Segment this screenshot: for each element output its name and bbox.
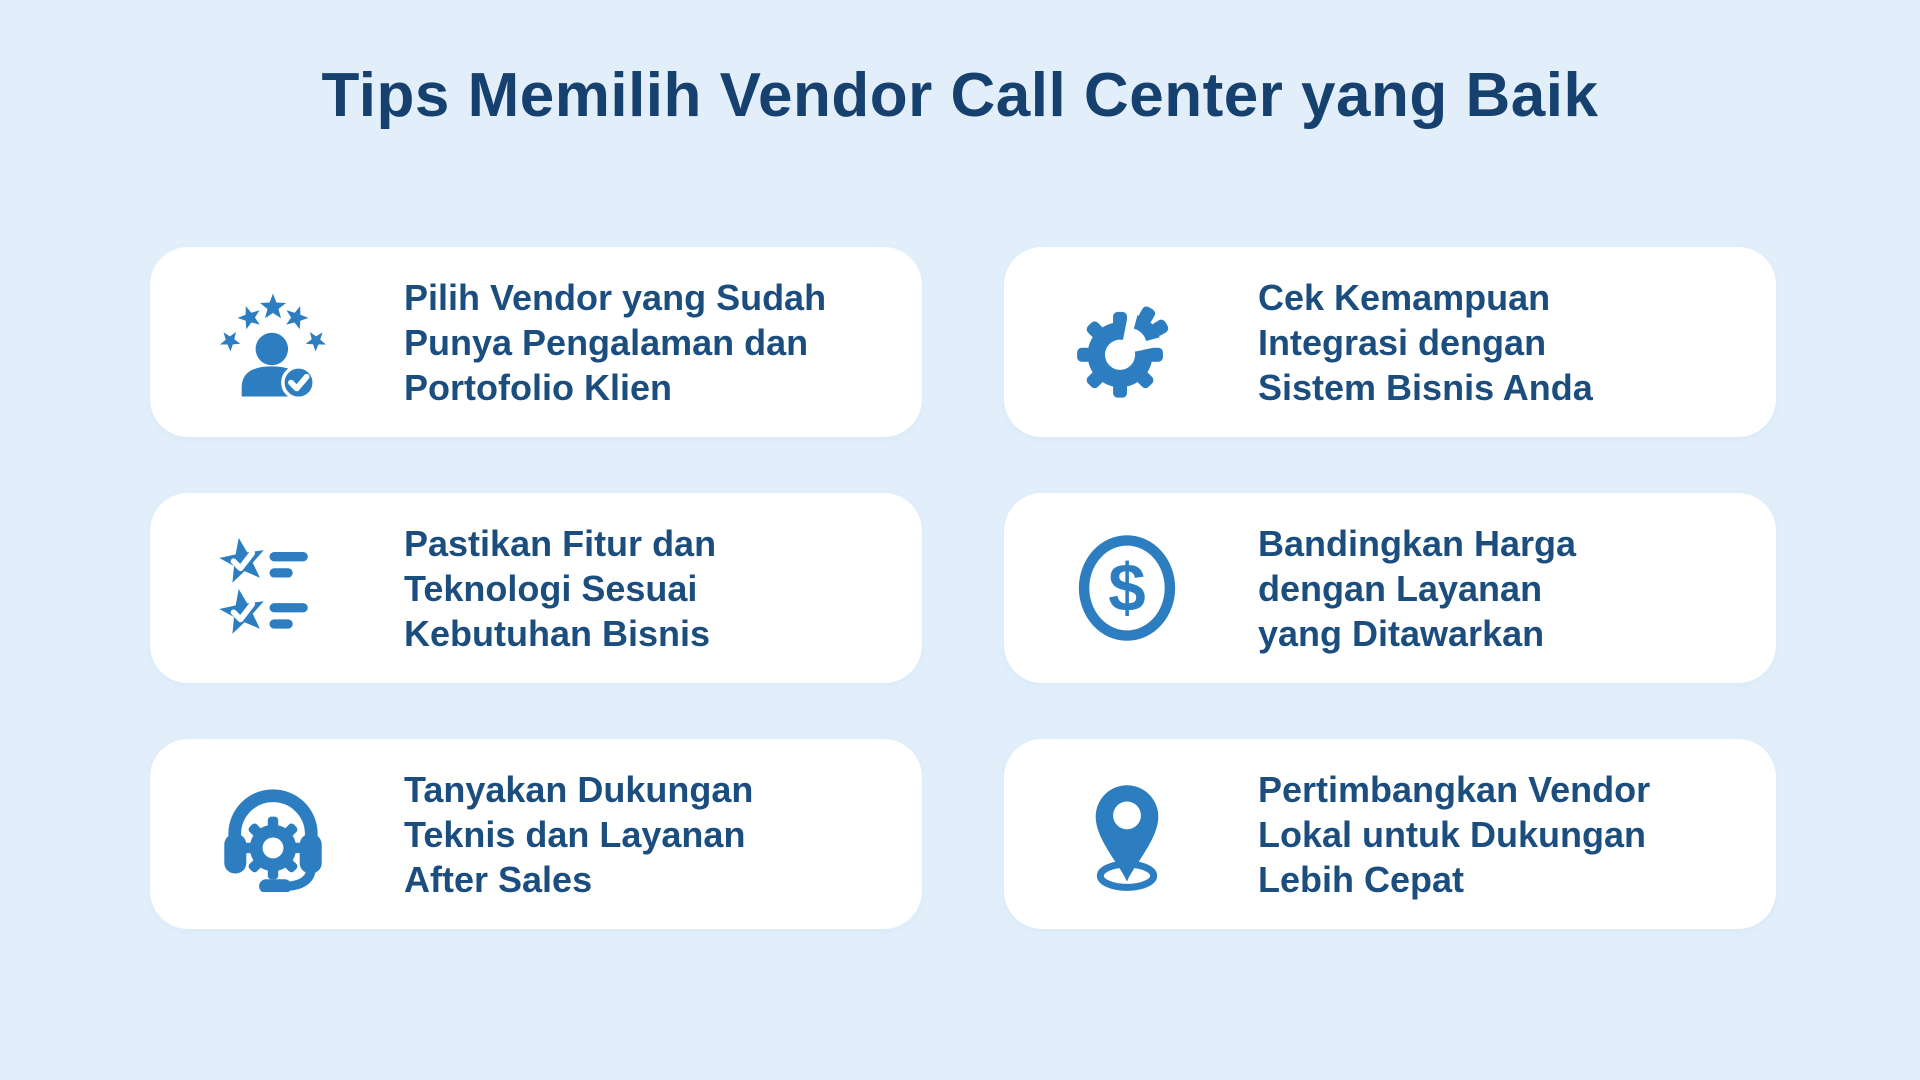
tip-text-line: Tanyakan Dukungan xyxy=(404,768,754,810)
tip-text: Bandingkan Harga dengan Layanan yang Dit… xyxy=(1258,521,1576,656)
tip-text-line: dengan Layanan xyxy=(1258,567,1543,609)
star-checklist-icon xyxy=(214,523,332,653)
tip-text-line: After Sales xyxy=(404,858,593,900)
tip-card-support: Tanyakan Dukungan Teknis dan Layanan Aft… xyxy=(150,739,922,929)
tip-card-experience: Pilih Vendor yang Sudah Punya Pengalaman… xyxy=(150,247,922,437)
tip-text-line: Kebutuhan Bisnis xyxy=(404,612,711,654)
tip-text-line: Bandingkan Harga xyxy=(1258,522,1577,564)
tip-text: Pilih Vendor yang Sudah Punya Pengalaman… xyxy=(404,275,826,410)
tip-text-line: Lokal untuk Dukungan xyxy=(1258,813,1647,855)
tip-text: Pertimbangkan Vendor Lokal untuk Dukunga… xyxy=(1258,767,1650,902)
five-stars-person-check-icon xyxy=(214,277,332,407)
tip-card-local-vendor: Pertimbangkan Vendor Lokal untuk Dukunga… xyxy=(1004,739,1776,929)
tip-text-line: yang Ditawarkan xyxy=(1258,612,1545,654)
tip-card-integration: Cek Kemampuan Integrasi dengan Sistem Bi… xyxy=(1004,247,1776,437)
tip-text-line: Teknologi Sesuai xyxy=(404,567,698,609)
page-title: Tips Memilih Vendor Call Center yang Bai… xyxy=(321,61,1599,130)
location-pin-icon xyxy=(1068,769,1186,899)
tip-card-price: $ Bandingkan Harga dengan Layanan yang D… xyxy=(1004,493,1776,683)
tip-card-features: Pastikan Fitur dan Teknologi Sesuai Kebu… xyxy=(150,493,922,683)
tip-text: Cek Kemampuan Integrasi dengan Sistem Bi… xyxy=(1258,275,1593,410)
tip-text-line: Pertimbangkan Vendor xyxy=(1258,768,1651,810)
integration-gear-icon xyxy=(1068,277,1186,407)
tip-text-line: Cek Kemampuan xyxy=(1258,276,1551,318)
tip-text: Tanyakan Dukungan Teknis dan Layanan Aft… xyxy=(404,767,753,902)
tip-text-line: Integrasi dengan xyxy=(1258,321,1547,363)
tip-text: Pastikan Fitur dan Teknologi Sesuai Kebu… xyxy=(404,521,716,656)
tip-text-line: Sistem Bisnis Anda xyxy=(1258,366,1593,408)
dollar-coin-icon: $ xyxy=(1068,523,1186,653)
tip-text-line: Pilih Vendor yang Sudah xyxy=(404,276,827,318)
tip-text-line: Teknis dan Layanan xyxy=(404,813,746,855)
tip-text-line: Portofolio Klien xyxy=(404,366,672,408)
tip-text-line: Lebih Cepat xyxy=(1258,858,1465,900)
tip-text-line: Punya Pengalaman dan xyxy=(404,321,809,363)
tips-grid: Pilih Vendor yang Sudah Punya Pengalaman… xyxy=(150,247,1776,929)
svg-text:$: $ xyxy=(1108,551,1145,626)
tip-text-line: Pastikan Fitur dan xyxy=(404,522,717,564)
headset-gear-support-icon xyxy=(214,769,332,899)
